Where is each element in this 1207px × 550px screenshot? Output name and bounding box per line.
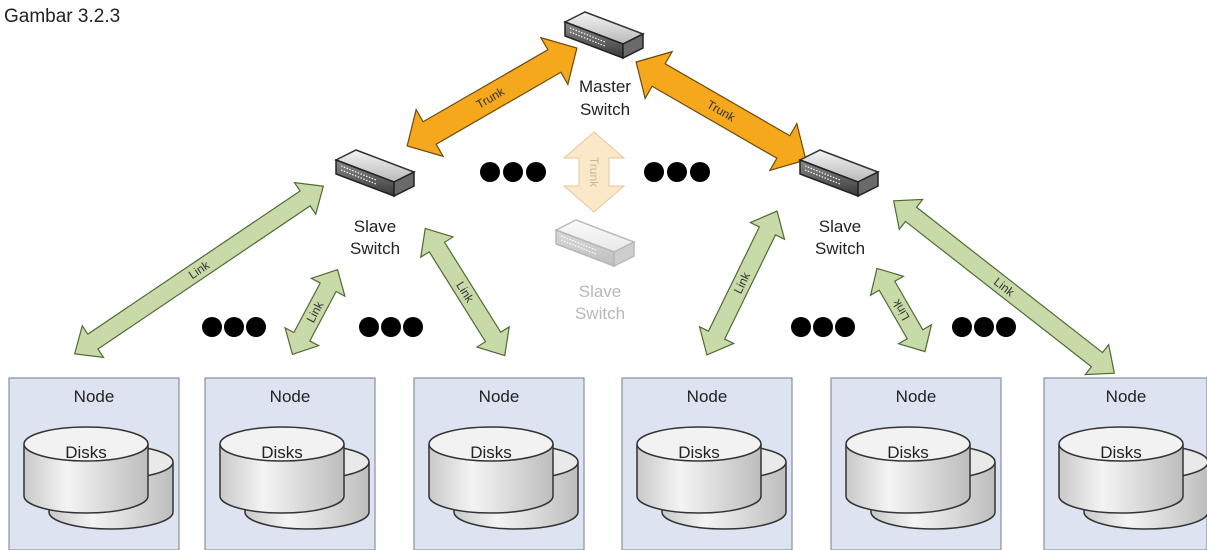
node-title: Node (270, 387, 311, 406)
link-arrow-5: Link (869, 267, 933, 353)
trunk-arrow-left: Trunk (406, 36, 578, 158)
slave-switch-label-line1: Slave (354, 217, 397, 236)
slave-switch-faded (555, 219, 635, 267)
disk-label: Disks (1100, 443, 1142, 462)
node-6: Node Disks (1043, 377, 1207, 550)
link-arrow-1: Link (73, 181, 325, 359)
link-arrow-3: Link (420, 227, 510, 357)
slave-switch-icon (555, 219, 635, 267)
slave-switch-faded-label-line1: Slave (579, 282, 622, 301)
node-title: Node (1106, 387, 1147, 406)
node-5: Node Disks (830, 377, 1002, 550)
ellipsis-dots-right-2 (952, 317, 1016, 337)
disk-label: Disks (470, 443, 512, 462)
master-switch: Master Switch (564, 11, 644, 119)
ellipsis-dots-left-1 (202, 317, 266, 337)
slave-switch-label-line2: Switch (815, 239, 865, 258)
node-title: Node (74, 387, 115, 406)
disk-label: Disks (887, 443, 929, 462)
link-arrow-4: Link (698, 210, 786, 356)
ellipsis-dots-right-1 (791, 317, 855, 337)
trunk-arrow-faded: Trunk (562, 131, 626, 213)
link-arrow-6: Link (892, 198, 1116, 376)
trunk-arrow-right: Trunk (635, 50, 807, 172)
node-title: Node (479, 387, 520, 406)
slave-switch-icon (799, 149, 879, 197)
link-arrow-2: Link (284, 268, 346, 356)
figure-caption: Gambar 3.2.3 (4, 6, 120, 27)
trunk-label: Trunk (587, 157, 601, 188)
slave-switch-left: Slave Switch (335, 149, 415, 258)
disk-label: Disks (678, 443, 720, 462)
node-4: Node Disks (621, 377, 793, 550)
ellipsis-dots-top-right (644, 162, 710, 182)
node-title: Node (896, 387, 937, 406)
node-1: Node Disks (8, 377, 180, 550)
node-2: Node Disks (204, 377, 376, 550)
node-3: Node Disks (413, 377, 585, 550)
slave-switch-right: Slave Switch (799, 149, 879, 258)
slave-switch-faded-label-line2: Switch (575, 304, 625, 323)
slave-switch-label-line1: Slave (819, 217, 862, 236)
disk-label: Disks (261, 443, 303, 462)
disk-label: Disks (65, 443, 107, 462)
slave-switch-label-line2: Switch (350, 239, 400, 258)
master-switch-label-line1: Master (579, 77, 631, 96)
ellipsis-dots-left-2 (359, 317, 423, 337)
node-title: Node (687, 387, 728, 406)
master-switch-label-line2: Switch (580, 100, 630, 119)
ellipsis-dots-top-left (480, 162, 546, 182)
slave-switch-icon (335, 149, 415, 197)
